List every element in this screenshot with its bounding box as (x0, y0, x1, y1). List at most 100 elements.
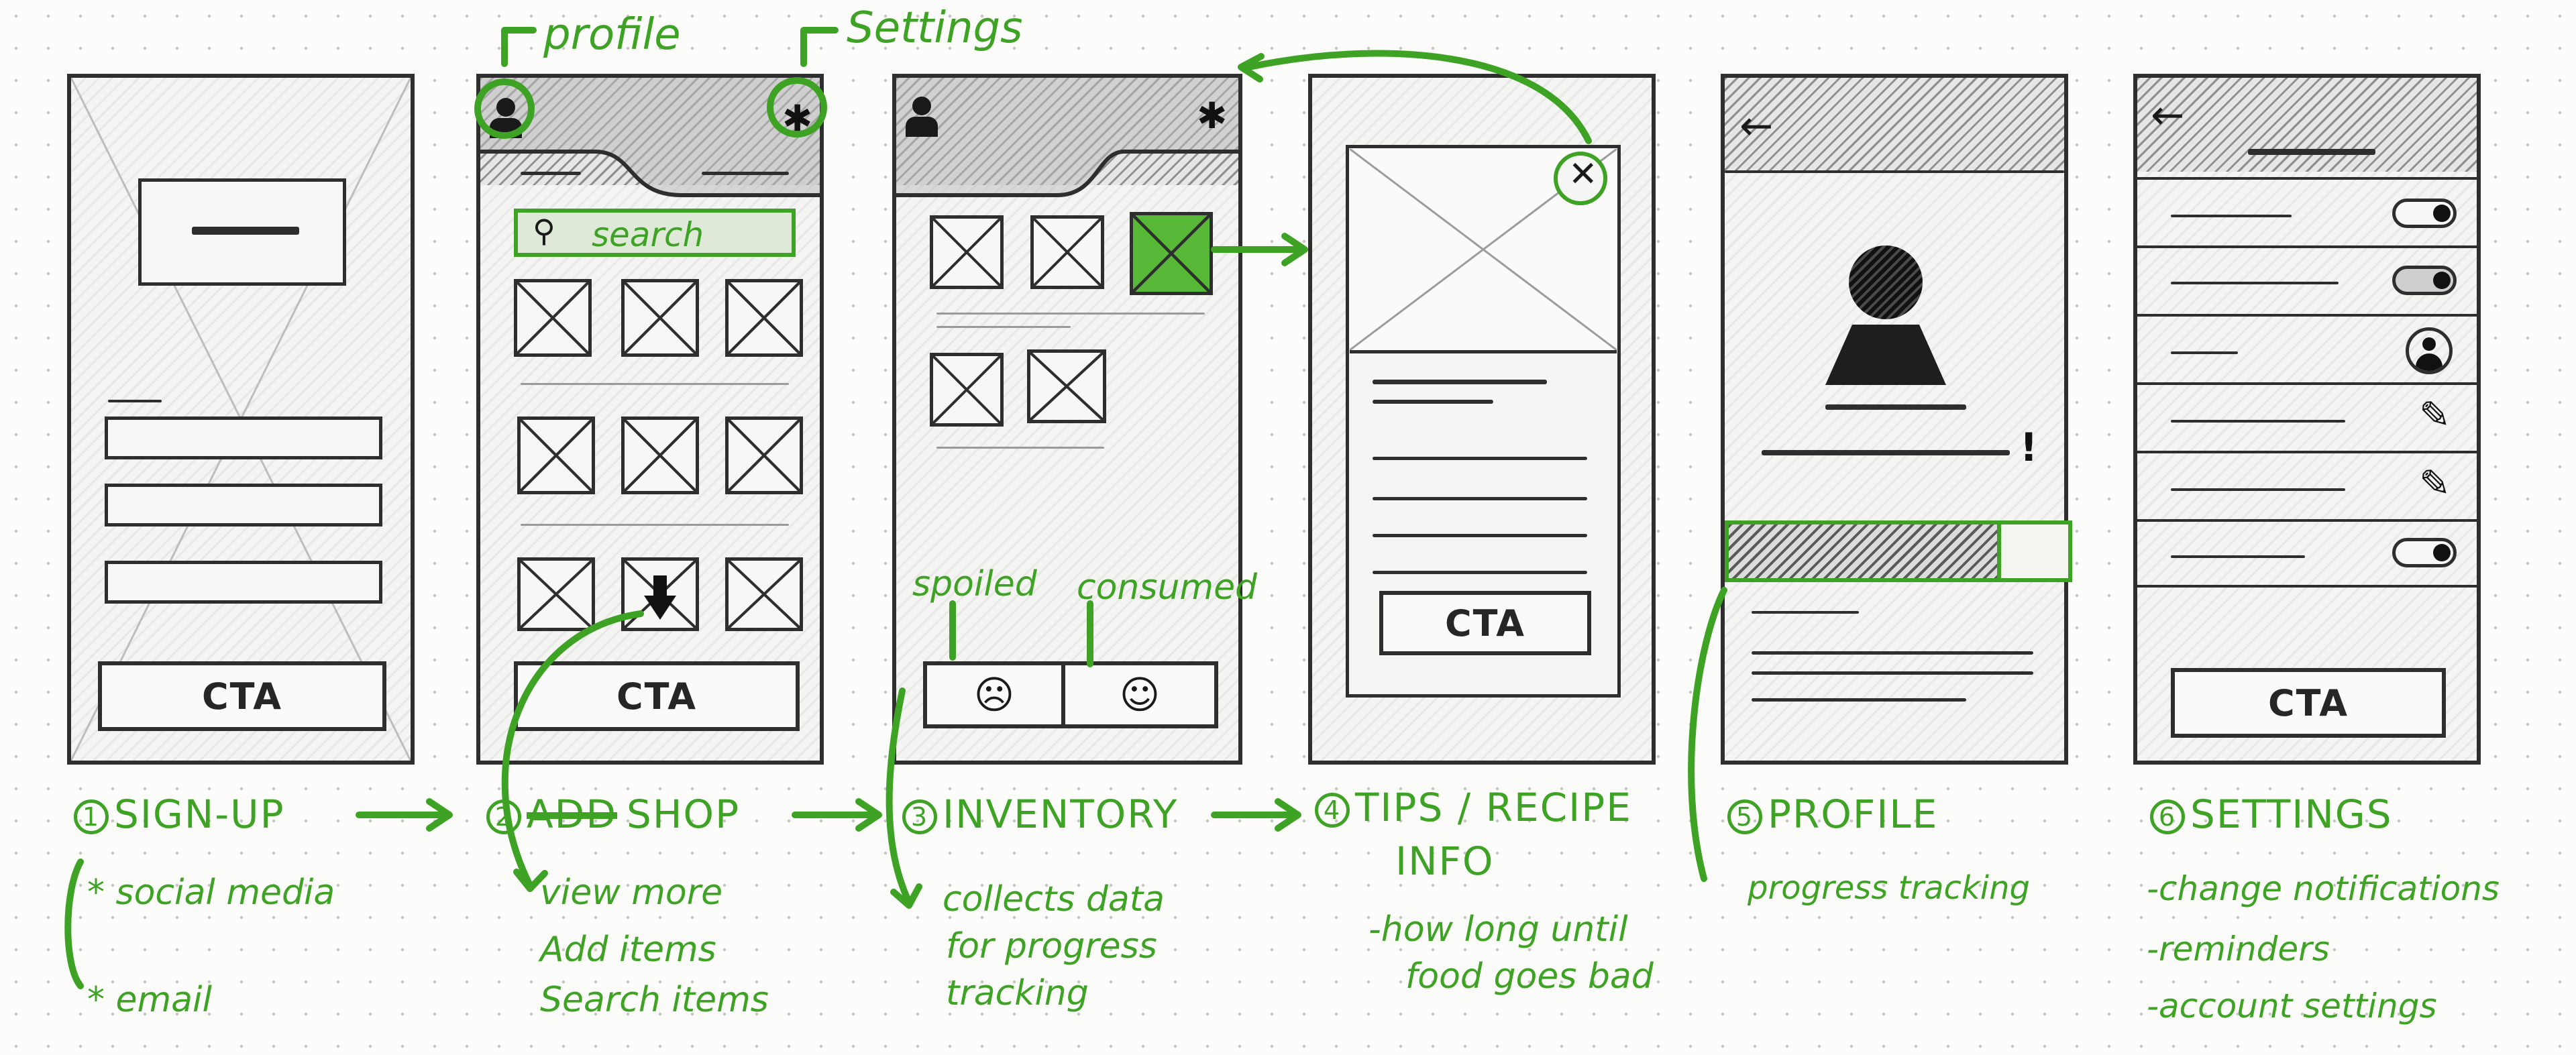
tile-caption (936, 447, 1104, 449)
setting-label (2171, 282, 2339, 284)
product-tile-4[interactable] (517, 417, 595, 494)
setting-label (2171, 488, 2345, 491)
title-text: PROFILE (1768, 791, 1939, 837)
inventory-tile-5[interactable] (1027, 349, 1106, 423)
profile-name-line (1825, 404, 1966, 410)
feedback-bar: ☹ ☺ (923, 661, 1218, 728)
product-tile-9[interactable] (725, 557, 803, 631)
note-shop-2: Add items (540, 930, 716, 970)
recipe-text-line (1373, 534, 1587, 537)
back-arrow-icon[interactable]: ← (2151, 92, 2185, 139)
header-bar (1725, 78, 2064, 172)
signup-cta-button[interactable]: CTA (98, 661, 386, 731)
screen-signup: CTA (67, 74, 415, 765)
callout-profile: profile (543, 10, 681, 60)
toggle-switch[interactable] (2392, 538, 2457, 567)
avatar-body (1825, 325, 1946, 385)
edit-pencil-icon[interactable]: ✎ (2419, 394, 2451, 437)
consumed-button[interactable]: ☺ (1119, 672, 1161, 718)
inventory-tile-1[interactable] (930, 215, 1004, 289)
note-signup-1: * social media (87, 873, 335, 913)
note-tips-2: food goes bad (1405, 956, 1654, 997)
edit-pencil-icon[interactable]: ✎ (2419, 462, 2451, 506)
spoiled-button[interactable]: ☹ (973, 672, 1015, 718)
progress-bar (1725, 520, 2072, 582)
note-inventory-2: for progress (946, 926, 1157, 966)
product-tile-6[interactable] (725, 417, 803, 494)
note-inventory-1: collects data (943, 879, 1165, 920)
screen-profile: ← ! (1721, 74, 2072, 765)
note-shop-1: view more (540, 873, 723, 913)
recipe-title-line (1373, 380, 1547, 384)
note-tips-1: -how long until (1368, 909, 1628, 950)
inventory-tile-2[interactable] (1030, 215, 1104, 289)
settings-row[interactable]: ✎ (2137, 382, 2477, 451)
step-number: 5 (1727, 799, 1762, 834)
search-bar[interactable]: ⚲ search (514, 209, 796, 257)
screen-title-tips-line2: INFO (1395, 838, 1495, 884)
profile-text-line (1752, 671, 2033, 675)
toggle-switch[interactable] (2392, 199, 2457, 228)
back-arrow-icon[interactable]: ← (1739, 103, 1774, 150)
title-text: INVENTORY (943, 791, 1179, 837)
close-button[interactable]: ✕ (1554, 152, 1607, 205)
setting-label (2171, 215, 2292, 217)
header-curve (896, 78, 1238, 197)
settings-row[interactable]: ✎ (2137, 451, 2477, 519)
profile-text-line (1752, 698, 1966, 702)
tab-line-2 (702, 172, 789, 175)
settings-title-line (2248, 149, 2375, 155)
step-number: 1 (74, 799, 109, 834)
product-tile-5[interactable] (621, 417, 699, 494)
close-icon: ✕ (1568, 154, 1598, 195)
inventory-tile-4[interactable] (930, 353, 1004, 427)
toggle-switch[interactable] (2392, 266, 2457, 295)
progress-fill (1729, 524, 2001, 578)
input-field-2[interactable] (105, 484, 382, 526)
settings-row[interactable] (2137, 245, 2477, 314)
note-settings-2: -reminders (2147, 930, 2330, 968)
step-number: 2 (486, 799, 521, 834)
product-tile-2[interactable] (621, 279, 699, 357)
avatar-icon[interactable] (2406, 327, 2453, 374)
profile-text-line (1752, 651, 2033, 655)
profile-info-line (1762, 450, 2010, 455)
screen-shop: ✱ ⚲ search CTA (476, 74, 824, 765)
note-shop-3: Search items (540, 980, 769, 1020)
avatar-head (1849, 245, 1923, 319)
input-field-1[interactable] (105, 417, 382, 459)
tile-caption (936, 313, 1205, 315)
inventory-tile-selected[interactable] (1130, 212, 1213, 295)
tile-caption (936, 326, 1071, 328)
view-more-arrow-icon[interactable] (644, 575, 676, 622)
note-settings-3: -account settings (2147, 987, 2437, 1025)
field-label-line (108, 400, 162, 402)
search-icon: ⚲ (533, 213, 555, 249)
settings-icon[interactable]: ✱ (1197, 95, 1228, 137)
profile-text-line (1752, 611, 1859, 614)
recipe-cta-button[interactable]: CTA (1379, 591, 1591, 655)
tile-caption (521, 383, 789, 385)
product-tile-7[interactable] (517, 557, 595, 631)
alert-mark: ! (2020, 425, 2038, 470)
settings-row[interactable] (2137, 314, 2477, 382)
profile-icon[interactable] (906, 97, 938, 137)
settings-row[interactable] (2137, 519, 2477, 588)
callout-consumed: consumed (1077, 567, 1258, 608)
tile-caption (521, 524, 789, 526)
note-signup-2: * email (87, 980, 212, 1020)
settings-cta-button[interactable]: CTA (2171, 668, 2446, 738)
shop-cta-button[interactable]: CTA (514, 661, 800, 731)
setting-label (2171, 555, 2305, 558)
input-field-3[interactable] (105, 561, 382, 604)
product-tile-1[interactable] (514, 279, 592, 357)
title-struck-text: ADD (527, 791, 617, 837)
tab-line-1 (521, 172, 581, 175)
header-bar (2137, 78, 2477, 172)
settings-row[interactable] (2137, 177, 2477, 245)
product-tile-3[interactable] (725, 279, 803, 357)
